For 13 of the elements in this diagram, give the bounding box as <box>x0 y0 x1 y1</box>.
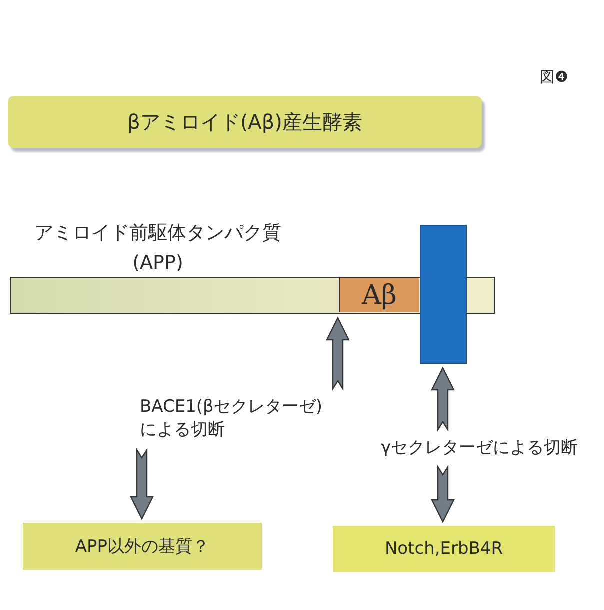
figure-number: 図❹ <box>540 68 568 87</box>
arrow <box>431 464 455 524</box>
membrane-bar <box>420 225 467 364</box>
cleavage-label: γセクレターゼによる切断 <box>381 437 603 459</box>
peptide-segment: Aβ <box>339 278 419 312</box>
substrate-box: Notch,ErbB4R <box>333 526 555 572</box>
arrow <box>130 448 154 520</box>
arrow <box>431 366 455 432</box>
arrow <box>326 316 350 392</box>
protein-name: アミロイド前駆体タンパク質(APP) <box>34 221 282 276</box>
title-banner: βアミロイド(Aβ)産生酵素 <box>8 96 482 148</box>
cleavage-label: BACE1(βセクレターゼ)による切断 <box>140 396 328 442</box>
substrate-box: APP以外の基質？ <box>23 523 262 570</box>
